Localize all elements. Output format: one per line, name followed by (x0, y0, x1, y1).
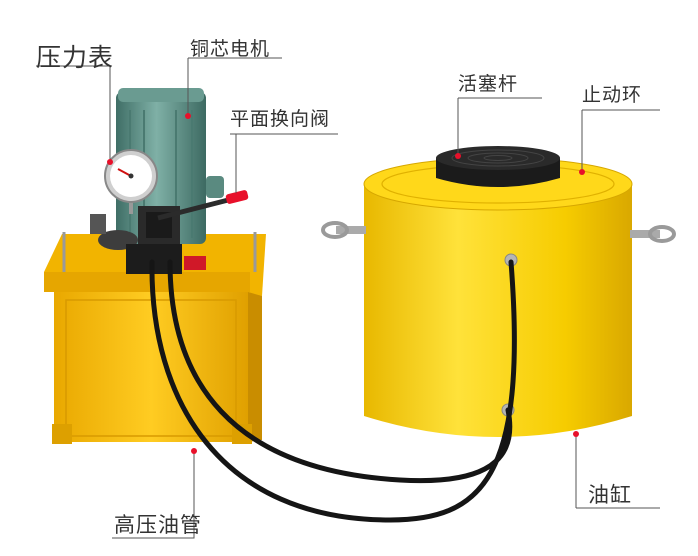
piston-rod (436, 146, 560, 187)
marker-stop-ring (579, 169, 585, 175)
oil-cylinder (321, 146, 676, 437)
marker-hose (191, 448, 197, 454)
marker-motor (185, 113, 191, 119)
hose-lower (167, 259, 513, 484)
pressure-gauge (104, 149, 158, 214)
label-copper-motor: 铜芯电机 (190, 38, 271, 60)
leader-lines (36, 57, 660, 539)
marker-pressure-gauge (107, 159, 113, 165)
label-directional-valve: 平面换向阀 (230, 108, 331, 130)
hose-upper (149, 259, 517, 523)
filler-cap (90, 214, 106, 234)
right-lifting-eye (630, 225, 676, 243)
label-high-pressure-hose: 高压油管 (114, 513, 202, 537)
label-markers (107, 113, 585, 454)
label-pressure-gauge: 压力表 (36, 43, 115, 72)
left-lifting-eye (321, 221, 366, 239)
label-stop-ring: 止动环 (582, 84, 643, 106)
label-oil-cylinder: 油缸 (588, 483, 632, 507)
marker-valve (233, 193, 239, 199)
high-pressure-hose (149, 259, 517, 523)
marker-cylinder (573, 431, 579, 437)
label-piston-rod: 活塞杆 (458, 73, 519, 95)
marker-piston-rod (455, 153, 461, 159)
